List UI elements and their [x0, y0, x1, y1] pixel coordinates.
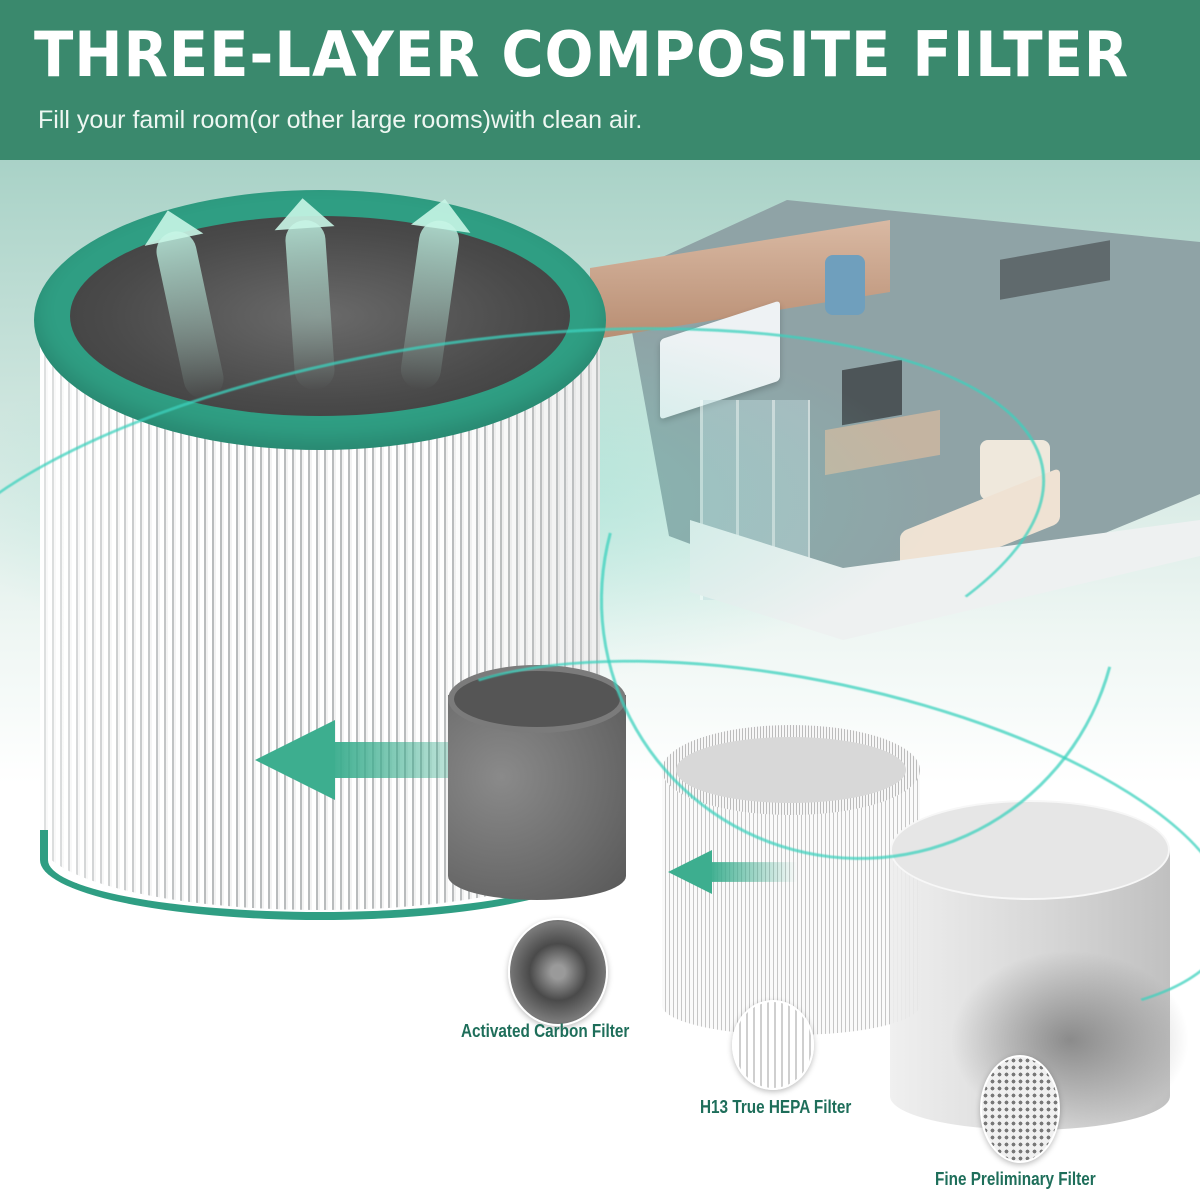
hepa-texture-swatch	[732, 1000, 814, 1090]
hepa-filter-top	[662, 725, 920, 815]
product-illustration	[0, 160, 1200, 1200]
hepa-filter-opening	[676, 737, 906, 803]
page-subtitle: Fill your famil room(or other large room…	[38, 106, 643, 134]
page-title: THREE-LAYER COMPOSITE FILTER	[34, 18, 1130, 91]
carbon-texture-swatch	[508, 918, 608, 1026]
room-illustration	[580, 160, 1200, 650]
activated-carbon-filter	[448, 665, 626, 905]
mesh-texture-swatch	[980, 1055, 1060, 1163]
preliminary-filter-top	[890, 800, 1170, 900]
label-preliminary-filter: Fine Preliminary Filter	[935, 1169, 1096, 1189]
hepa-filter	[662, 725, 920, 1045]
carbon-filter-top	[448, 665, 626, 733]
header-banner: THREE-LAYER COMPOSITE FILTER Fill your f…	[0, 0, 1200, 160]
blue-armchair	[825, 255, 865, 315]
label-activated-carbon-filter: Activated Carbon Filter	[461, 1021, 630, 1041]
pleated-filter-body	[40, 340, 600, 910]
label-hepa-filter: H13 True HEPA Filter	[700, 1097, 852, 1117]
main-filter-cylinder	[34, 190, 606, 940]
